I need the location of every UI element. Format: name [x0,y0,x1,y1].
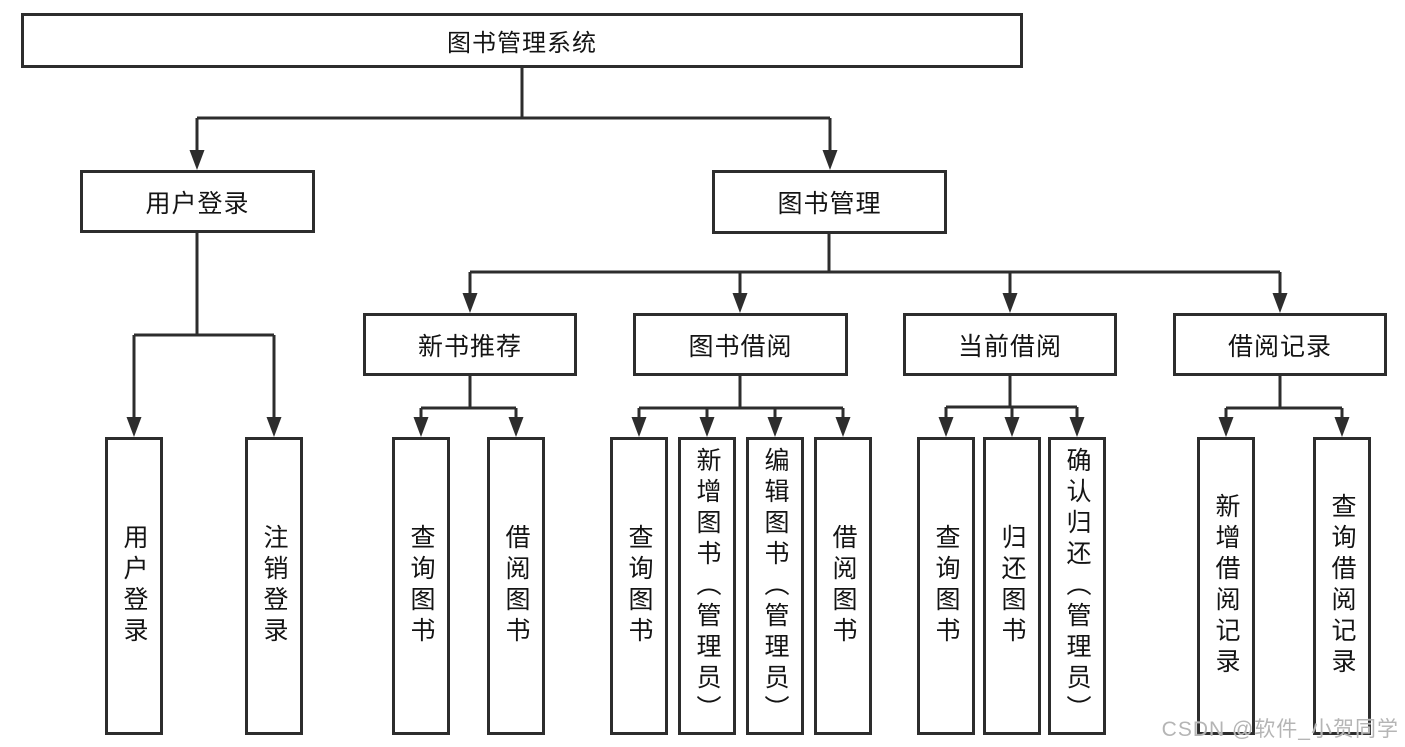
leaf-borrow-books: 借阅图书 [814,437,872,735]
leaf-add-borrow-record: 新增借阅记录 [1197,437,1255,735]
node-book-borrow: 图书借阅 [633,313,848,376]
node-user-login: 用户登录 [80,170,315,233]
leaf-borrow-query-books: 查询图书 [610,437,668,735]
node-current-borrow: 当前借阅 [903,313,1117,376]
leaf-recommend-query-books: 查询图书 [392,437,450,735]
leaf-add-books-admin: 新增图书（管理员） [678,437,736,735]
leaf-user-login: 用户登录 [105,437,163,735]
leaf-edit-books-admin: 编辑图书（管理员） [746,437,804,735]
leaf-return-books: 归还图书 [983,437,1041,735]
csdn-watermark: CSDN @软件_小贺同学 [1161,718,1399,741]
leaf-recommend-borrow-books: 借阅图书 [487,437,545,735]
leaf-query-borrow-record: 查询借阅记录 [1313,437,1371,735]
node-new-book-recommend: 新书推荐 [363,313,577,376]
node-library-management-system: 图书管理系统 [21,13,1023,68]
leaf-confirm-return-admin: 确认归还（管理员） [1048,437,1106,735]
leaf-current-query-books: 查询图书 [917,437,975,735]
node-borrow-records: 借阅记录 [1173,313,1387,376]
leaf-logout: 注销登录 [245,437,303,735]
node-book-management: 图书管理 [712,170,947,234]
